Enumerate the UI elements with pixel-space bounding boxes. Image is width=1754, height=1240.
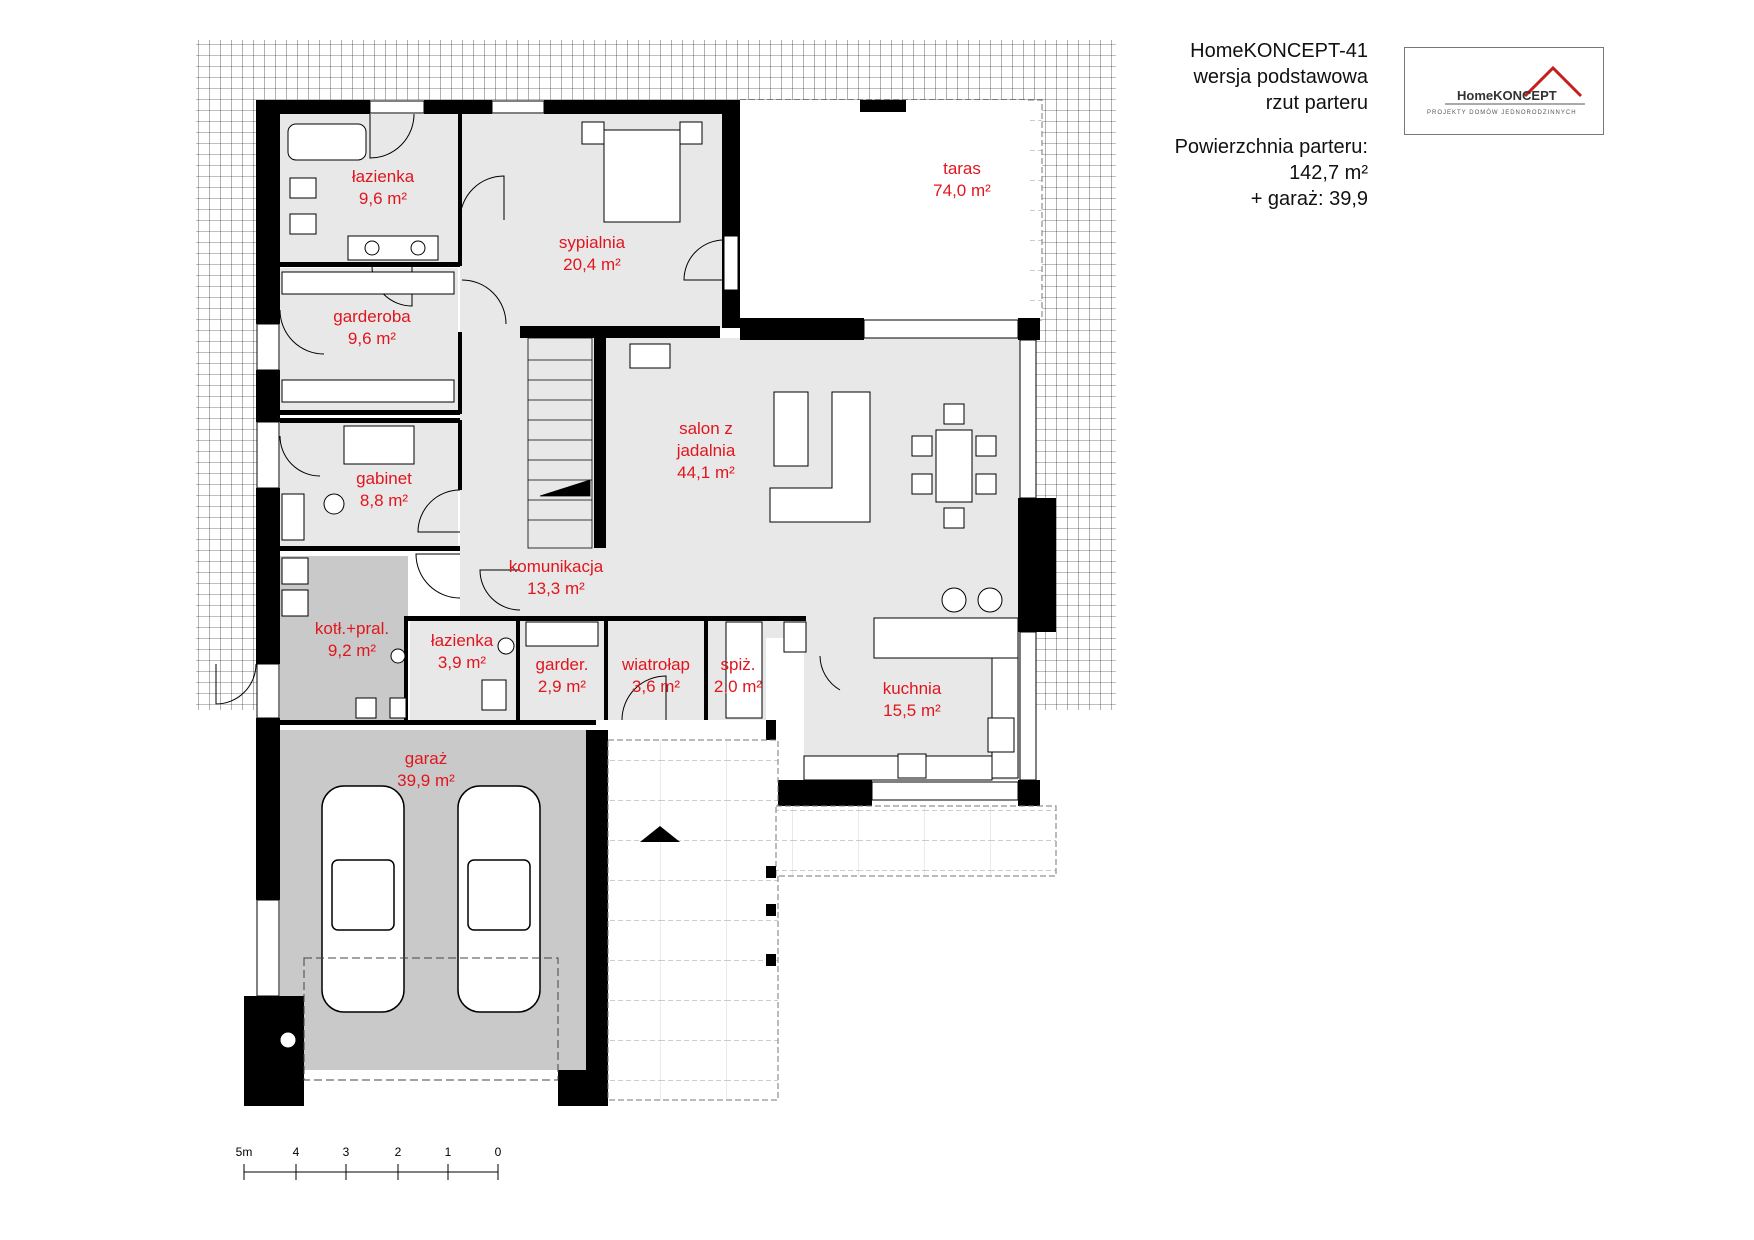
- room-name2-salon: jadalnia: [676, 441, 736, 460]
- bidet-icon: [289, 213, 317, 235]
- scale-tick-5: 5m: [236, 1145, 253, 1159]
- room-area-salon: 44,1 m²: [677, 463, 735, 482]
- room-name-lazienka-1: łazienka: [352, 167, 415, 186]
- room-name-kuchnia: kuchnia: [883, 679, 942, 698]
- scale-tick-3: 3: [343, 1145, 350, 1159]
- house-roof-icon: [1445, 65, 1585, 105]
- room-name-garaz: garaż: [405, 749, 448, 768]
- shelf-icon: [525, 621, 599, 647]
- room-name-garderoba-2: garder.: [536, 655, 589, 674]
- room-area-spizarnia: 2,0 m²: [714, 677, 763, 696]
- kitchen-island-icon: [873, 617, 1019, 659]
- room-area-sypialnia: 20,4 m²: [563, 255, 621, 274]
- room-name-kotlownia: kotł.+pral.: [315, 619, 389, 638]
- room-name-wiatrolap: wiatrołap: [621, 655, 690, 674]
- room-area-taras: 74,0 m²: [933, 181, 991, 200]
- room-name-komunikacja: komunikacja: [509, 557, 604, 576]
- car-icon: [321, 785, 541, 1013]
- room-name-taras: taras: [943, 159, 981, 178]
- room-labels: łazienka 9,6 m² sypialnia 20,4 m² garder…: [315, 159, 991, 790]
- room-area-komunikacja: 13,3 m²: [527, 579, 585, 598]
- boiler-icon: [281, 557, 309, 585]
- room-name-lazienka-2: łazienka: [431, 631, 494, 650]
- bed-icon: [603, 129, 681, 223]
- room-fill-wiatrolap: [606, 620, 706, 720]
- logo-brand: HomeKONCEPT: [1457, 88, 1557, 103]
- room-area-garderoba: 9,6 m²: [348, 329, 397, 348]
- bar-stool-icon: [941, 587, 967, 613]
- project-version: wersja podstawowa: [1193, 66, 1368, 88]
- project-name: HomeKONCEPT-41: [1190, 40, 1368, 62]
- company-logo: HomeKONCEPT PROJEKTY DOMÓW JEDNORODZINNY…: [1404, 47, 1604, 135]
- room-name-garderoba: garderoba: [333, 307, 411, 326]
- room-area-gabinet: 8,8 m²: [360, 491, 409, 510]
- bathtub-icon: [287, 123, 367, 161]
- sofa-icon: [773, 391, 809, 467]
- room-area-kuchnia: 15,5 m²: [883, 701, 941, 720]
- room-name-sypialnia: sypialnia: [559, 233, 626, 252]
- wc-icon: [481, 679, 507, 711]
- scale-tick-0: 0: [495, 1145, 502, 1159]
- plan-name: rzut parteru: [1265, 92, 1368, 114]
- scale-tick-2: 2: [395, 1145, 402, 1159]
- dining-table-icon: [935, 429, 973, 503]
- logo-tagline: PROJEKTY DOMÓW JEDNORODZINNYCH: [1427, 110, 1577, 116]
- staircase: [527, 337, 593, 549]
- desk-icon: [343, 425, 415, 465]
- toilet-icon: [289, 177, 317, 199]
- garage-area: + garaż: 39,9: [1250, 188, 1368, 210]
- scale-tick-4: 4: [293, 1145, 300, 1159]
- scale-bar: 0 1 2 3 4 5m: [236, 1145, 502, 1180]
- room-area-garderoba-2: 2,9 m²: [538, 677, 587, 696]
- scale-tick-1: 1: [445, 1145, 452, 1159]
- fireplace-icon: [629, 343, 671, 369]
- room-area-kotlownia: 9,2 m²: [328, 641, 377, 660]
- area-value: 142,7 m²: [1289, 162, 1368, 184]
- cooktop-icon: [987, 717, 1015, 753]
- entrance-arrow-icon: [640, 826, 680, 842]
- room-name-salon: salon z: [679, 419, 733, 438]
- room-area-lazienka-2: 3,9 m²: [438, 653, 487, 672]
- furniture: [281, 121, 1019, 781]
- room-area-lazienka-1: 9,6 m²: [359, 189, 408, 208]
- area-label: Powierzchnia parteru:: [1174, 136, 1368, 158]
- room-name-spizarnia: spiż.: [721, 655, 756, 674]
- wardrobe-icon: [281, 271, 455, 295]
- interior-walls: [280, 114, 806, 725]
- room-name-gabinet: gabinet: [356, 469, 412, 488]
- room-area-wiatrolap: 3,6 m²: [632, 677, 681, 696]
- room-area-garaz: 39,9 m²: [397, 771, 455, 790]
- sink-icon: [897, 753, 927, 779]
- windows: [256, 100, 1037, 997]
- title-block: HomeKONCEPT-41 wersja podstawowa rzut pa…: [1175, 38, 1368, 212]
- doors: [215, 113, 841, 721]
- parking-outline: [303, 957, 559, 1081]
- desk-chair-icon: [323, 493, 345, 515]
